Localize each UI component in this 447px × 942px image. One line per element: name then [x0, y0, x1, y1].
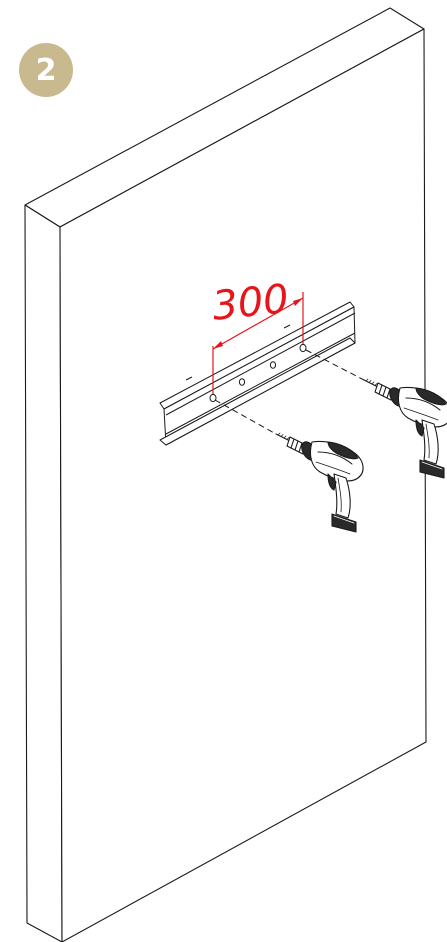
dimension-annotation: 300 — [210, 276, 304, 394]
rail-lower-lip — [159, 337, 356, 446]
rail-mark — [185, 376, 193, 381]
rail-hole — [238, 378, 246, 386]
drill-guide-right — [305, 349, 365, 381]
wall-panel — [24, 7, 427, 942]
dimension-line — [212, 297, 304, 350]
dimension-arrow-right — [293, 298, 303, 306]
rail-mark — [283, 324, 291, 329]
step-number: 2 — [35, 52, 57, 88]
rail-fold-line-bottom — [165, 332, 356, 435]
wall-panel-side-face — [24, 204, 63, 942]
dimension-value: 300 — [210, 276, 291, 330]
rail-hole — [299, 343, 307, 353]
drill-guide-left — [214, 399, 277, 435]
dimension-arrow-left — [213, 341, 223, 349]
rail-hole — [269, 361, 277, 369]
step-number-badge: 2 — [19, 43, 73, 97]
wall-panel-front-face — [59, 28, 427, 942]
drill-guides — [214, 349, 365, 435]
rail-hole — [209, 393, 217, 403]
rail-fold-line-top — [165, 312, 356, 416]
wall-rail-icon — [159, 301, 356, 446]
